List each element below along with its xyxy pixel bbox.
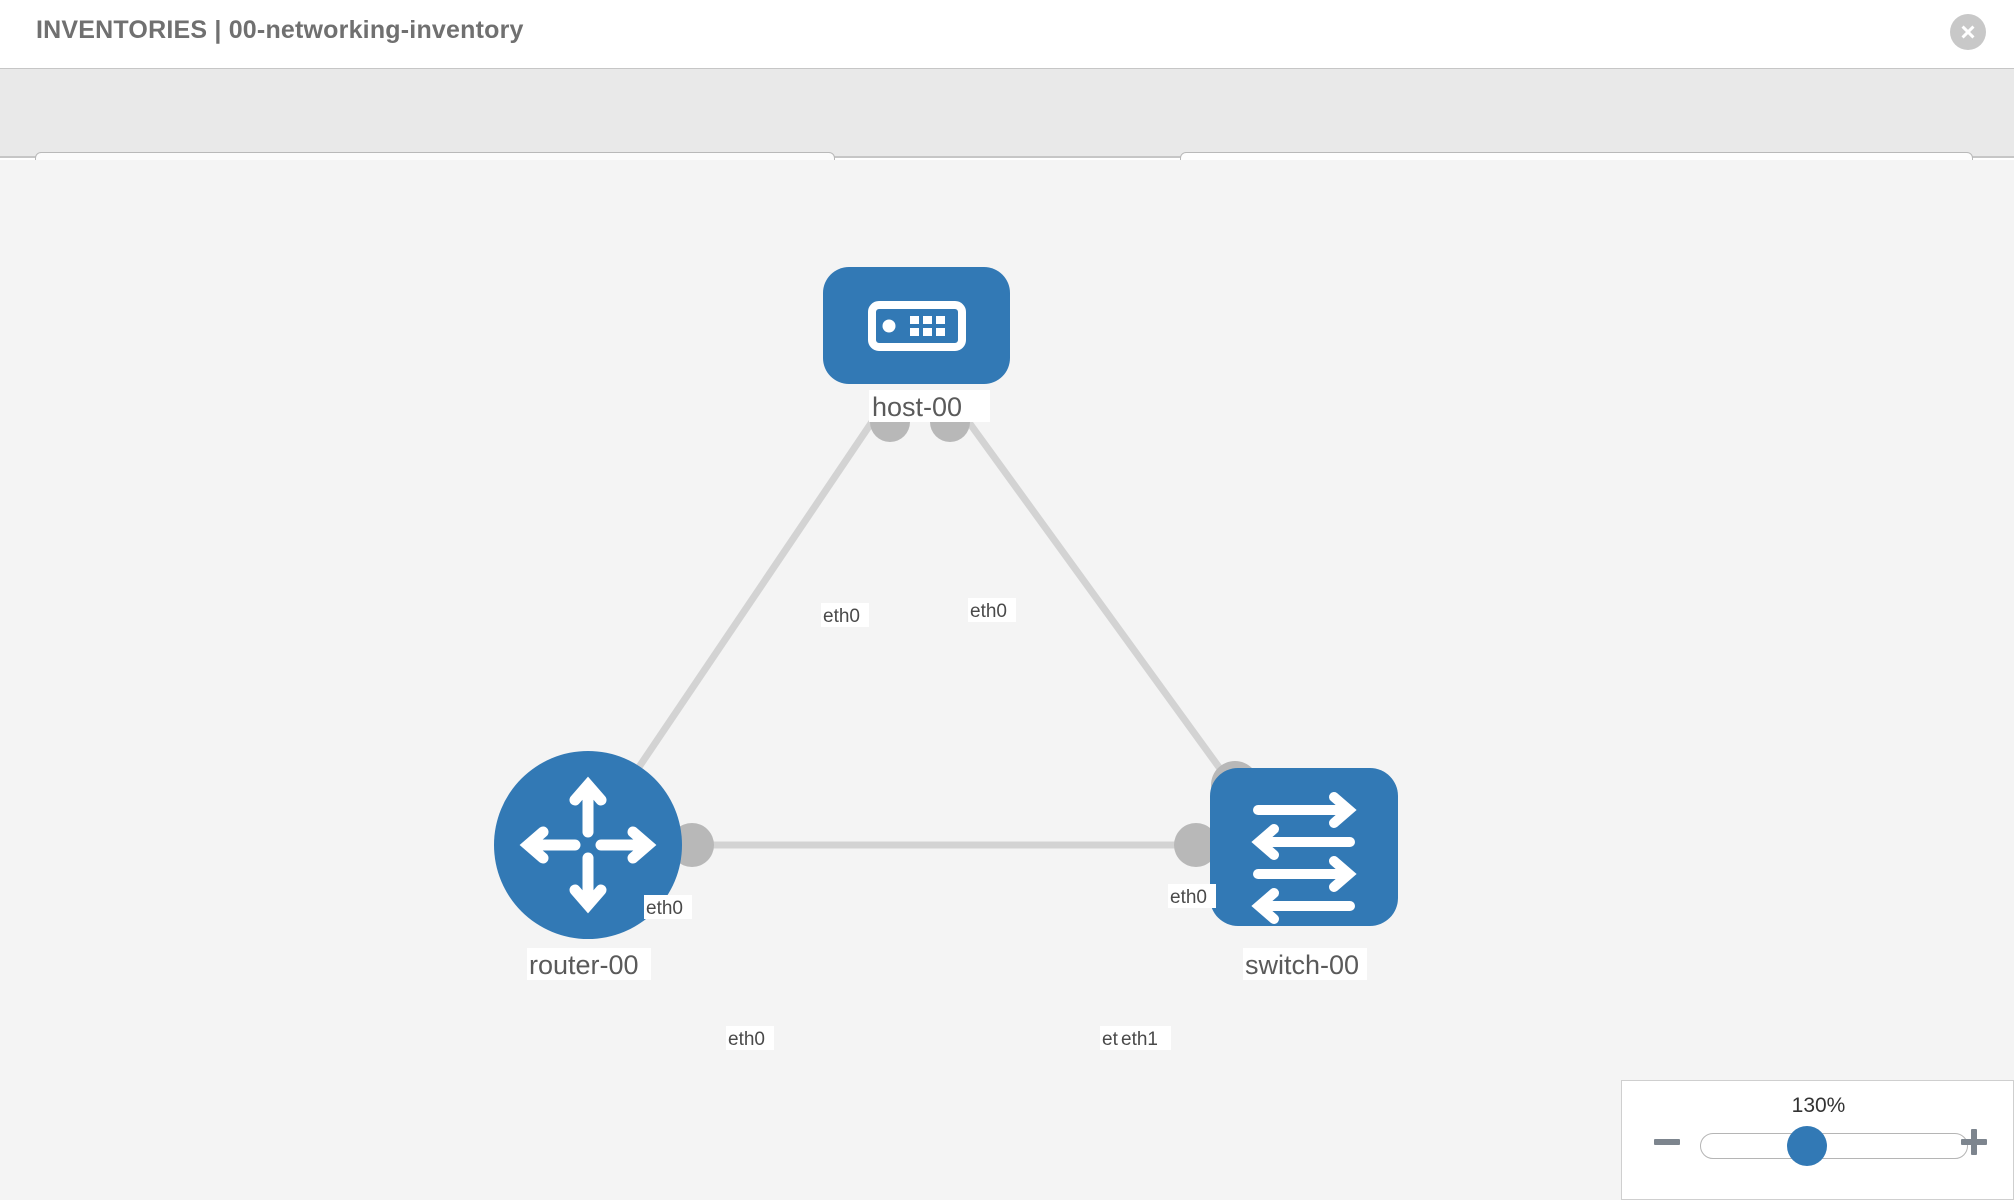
edge-labels: eth0 eth0 eth0 eth0 eth0 eth eth1 xyxy=(644,598,1216,1050)
topology-canvas[interactable]: host-00 router-00 xyxy=(0,160,2014,1200)
router-arrows-icon xyxy=(519,776,657,914)
switch-arrows-icon xyxy=(1251,792,1357,924)
minus-icon[interactable] xyxy=(1650,1125,1684,1159)
topology-connectors xyxy=(612,402,1259,867)
zoom-slider-track[interactable] xyxy=(1700,1133,1968,1159)
edge-label-switch-up: eth0 xyxy=(1170,887,1207,908)
edge-label-host-left: eth0 xyxy=(823,606,860,627)
topology-graph[interactable]: host-00 router-00 xyxy=(0,160,2014,1200)
node-label-host-00: host-00 xyxy=(872,392,962,422)
node-label-switch-00: switch-00 xyxy=(1245,950,1359,980)
zoom-control-panel: 130% xyxy=(1621,1080,2014,1200)
edge-label-router-up: eth0 xyxy=(646,898,683,919)
node-host-00[interactable]: host-00 xyxy=(823,267,1010,422)
edge-label-host-right: eth0 xyxy=(970,601,1007,622)
node-router-00[interactable]: router-00 xyxy=(494,751,682,980)
server-device-icon xyxy=(868,301,966,351)
toolbar: ACTIONS SEARCH xyxy=(0,68,2014,207)
edge-label-router-right: eth0 xyxy=(728,1029,765,1050)
link-host-switch[interactable] xyxy=(957,407,1253,813)
page-header: INVENTORIES | 00-networking-inventory xyxy=(0,0,2014,68)
node-switch-00[interactable]: switch-00 xyxy=(1210,768,1398,980)
plus-icon[interactable] xyxy=(1957,1125,1991,1159)
page-title: INVENTORIES | 00-networking-inventory xyxy=(36,16,524,44)
topology-links xyxy=(607,407,1253,849)
node-label-router-00: router-00 xyxy=(529,950,639,980)
link-router-host[interactable] xyxy=(607,408,883,812)
zoom-level-label: 130% xyxy=(1791,1094,1846,1117)
connector-switch-left xyxy=(1174,823,1218,867)
zoom-slider-thumb[interactable] xyxy=(1787,1126,1827,1166)
edge-label-switch-left-b: eth1 xyxy=(1121,1029,1158,1050)
close-icon[interactable] xyxy=(1950,14,1986,50)
